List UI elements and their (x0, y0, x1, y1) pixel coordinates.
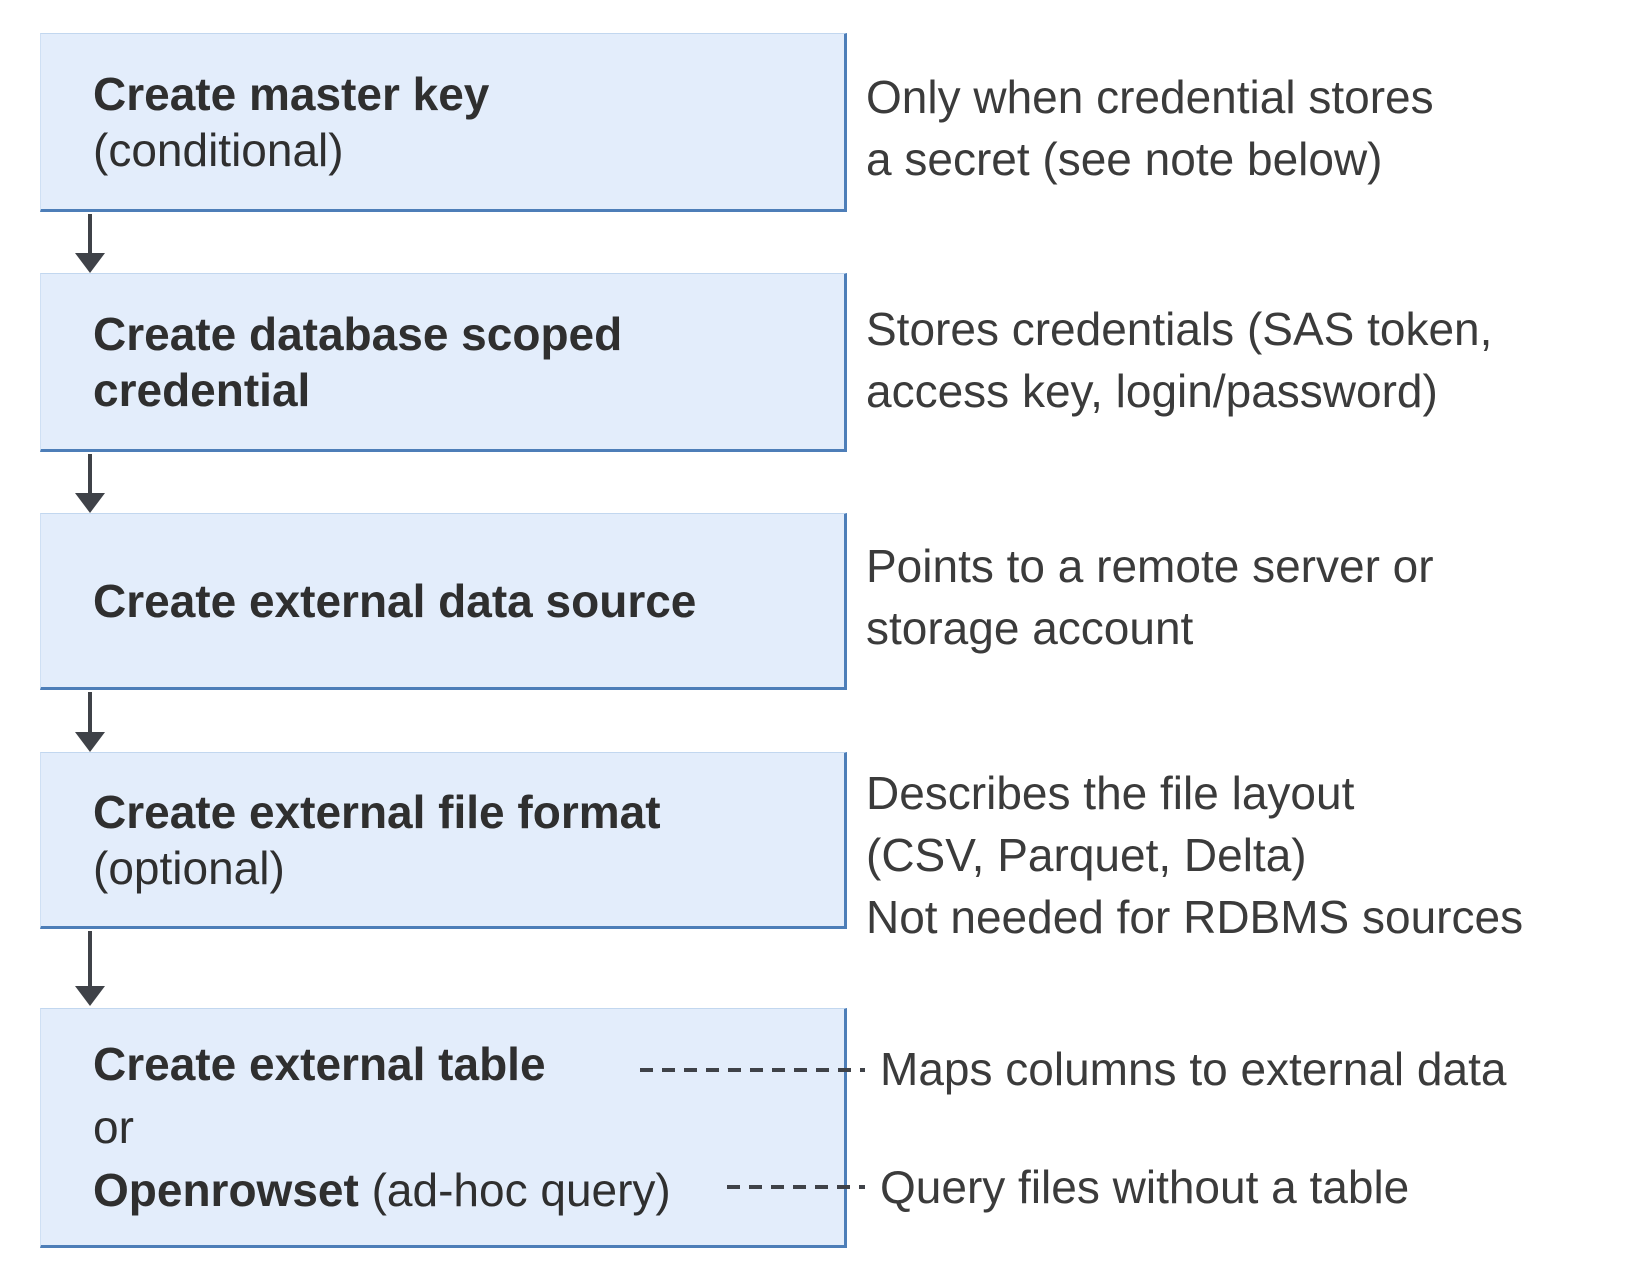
note-line: Query files without a table (880, 1161, 1410, 1213)
arrow-line (88, 692, 92, 733)
box-line: Openrowset (ad-hoc query) (93, 1159, 844, 1222)
box-title: Create master key (93, 67, 490, 120)
note-openrowset: Query files without a table (880, 1156, 1409, 1218)
note-line: Stores credentials (SAS token, (866, 303, 1493, 355)
note-external-table: Maps columns to external data (880, 1038, 1506, 1100)
flow-box-master-key: Create master key (conditional) (40, 33, 847, 212)
note-master-key: Only when credential stores a secret (se… (866, 66, 1434, 190)
arrow-head-icon (75, 732, 105, 752)
note-line: Only when credential stores (866, 71, 1434, 123)
arrow-line (88, 214, 92, 254)
box-subtitle: (conditional) (93, 123, 344, 176)
note-line: storage account (866, 602, 1194, 654)
note-line: Points to a remote server or (866, 540, 1434, 592)
box-line: Create external table (93, 1033, 844, 1096)
flow-box-external-file-format: Create external file format (optional) (40, 752, 847, 929)
note-external-data-source: Points to a remote server or storage acc… (866, 535, 1434, 659)
box-line: credential (93, 362, 844, 418)
dashed-connector-external-table (640, 1068, 865, 1072)
note-line: Not needed for RDBMS sources (866, 891, 1524, 943)
note-scoped-credential: Stores credentials (SAS token, access ke… (866, 298, 1492, 422)
box-title: Create external data source (93, 574, 697, 627)
box-title: credential (93, 363, 311, 416)
arrow-head-icon (75, 493, 105, 513)
box-line: (conditional) (93, 122, 844, 178)
down-arrow-connector (75, 692, 105, 752)
flow-box-external-data-source: Create external data source (40, 513, 847, 690)
note-line: a secret (see note below) (866, 133, 1383, 185)
box-line: or (93, 1096, 844, 1159)
flow-box-scoped-credential: Create database scoped credential (40, 273, 847, 452)
down-arrow-connector (75, 454, 105, 513)
box-title: Create external file format (93, 785, 661, 838)
down-arrow-connector (75, 931, 105, 1006)
box-title: Openrowset (93, 1163, 359, 1216)
box-line: (optional) (93, 840, 844, 896)
box-title: Create external table (93, 1037, 546, 1090)
box-subtitle: or (93, 1100, 134, 1153)
arrow-line (88, 931, 92, 987)
dashed-connector-openrowset (727, 1185, 865, 1189)
arrow-head-icon (75, 253, 105, 273)
box-line: Create database scoped (93, 306, 844, 362)
note-line: access key, login/password) (866, 365, 1438, 417)
flow-box-external-table-openrowset: Create external table or Openrowset (ad-… (40, 1008, 847, 1248)
arrow-head-icon (75, 986, 105, 1006)
arrow-line (88, 454, 92, 494)
box-subtitle: (ad-hoc query) (358, 1163, 671, 1216)
note-line: Describes the file layout (866, 767, 1355, 819)
note-external-file-format: Describes the file layout (CSV, Parquet,… (866, 762, 1523, 948)
box-title: Create database scoped (93, 307, 623, 360)
down-arrow-connector (75, 214, 105, 273)
box-line: Create external file format (93, 784, 844, 840)
box-line: Create external data source (93, 573, 844, 629)
box-subtitle: (optional) (93, 841, 285, 894)
note-line: Maps columns to external data (880, 1043, 1507, 1095)
box-line: Create master key (93, 66, 844, 122)
note-line: (CSV, Parquet, Delta) (866, 829, 1307, 881)
